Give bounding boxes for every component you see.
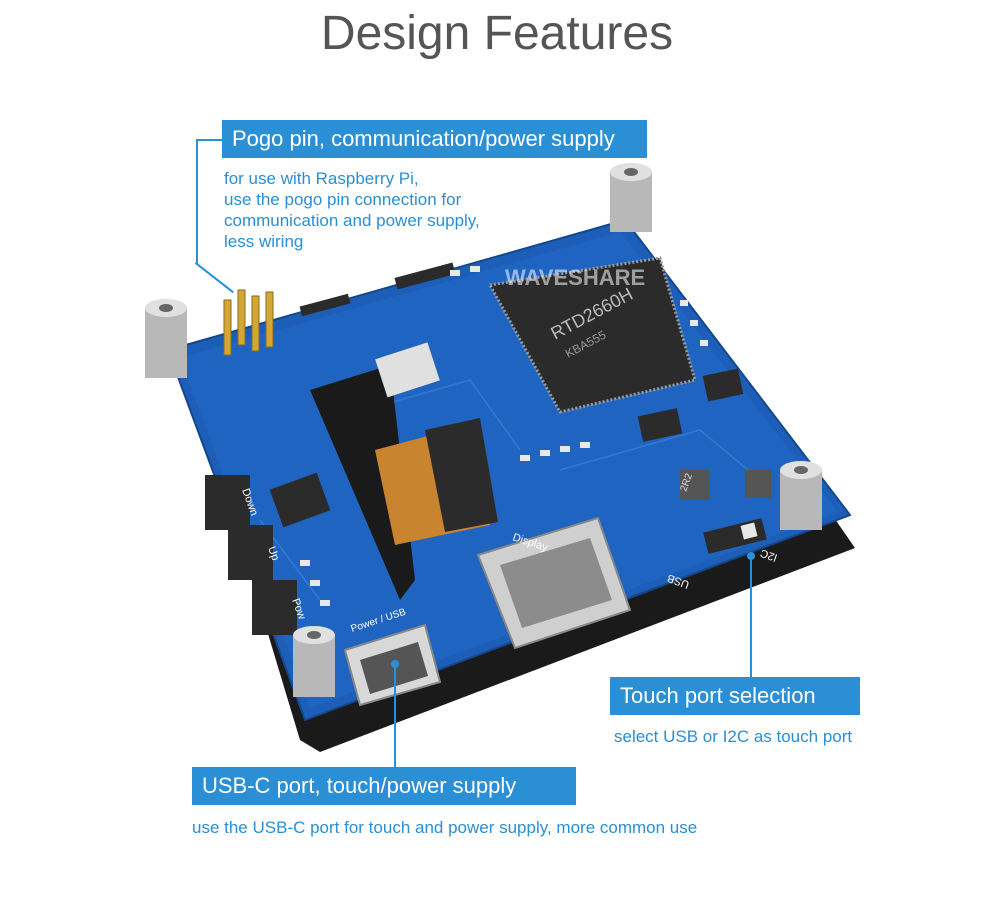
pogo-desc-line: use the pogo pin connection for <box>224 190 462 209</box>
lcd-ribbon <box>310 365 415 600</box>
i2c-switch-label: I2C <box>759 546 779 563</box>
pogo-callout-title: Pogo pin, communication/power supply <box>222 120 647 158</box>
watermark: WAVESHARE <box>505 265 645 290</box>
pogo-desc-line: communication and power supply, <box>224 211 480 230</box>
usbc-callout-description: use the USB-C port for touch and power s… <box>192 818 698 837</box>
standoffs <box>145 163 822 697</box>
touch-callout-description: select USB or I2C as touch port <box>614 727 853 746</box>
pogo-leader-vertical <box>196 139 198 264</box>
pogo-desc-line: less wiring <box>224 232 304 251</box>
fpc-connector <box>375 342 440 398</box>
touch-callout-title: Touch port selection <box>610 677 860 715</box>
pogo-leader-top <box>196 139 222 141</box>
usbc-leader-dot <box>391 660 399 668</box>
page-title: Design Features <box>320 7 674 60</box>
pogo-pins <box>223 289 274 356</box>
touch-leader <box>750 556 752 678</box>
pogo-callout-description: for use with Raspberry Pi, use the pogo … <box>224 168 480 252</box>
buttons <box>205 475 297 635</box>
usbc-leader <box>394 664 396 768</box>
usbc-callout-title: USB-C port, touch/power supply <box>192 767 576 805</box>
touch-leader-dot <box>747 552 755 560</box>
pogo-desc-line: for use with Raspberry Pi, <box>224 169 419 188</box>
main-chip <box>487 256 697 414</box>
button-up-label: Up <box>265 545 281 562</box>
